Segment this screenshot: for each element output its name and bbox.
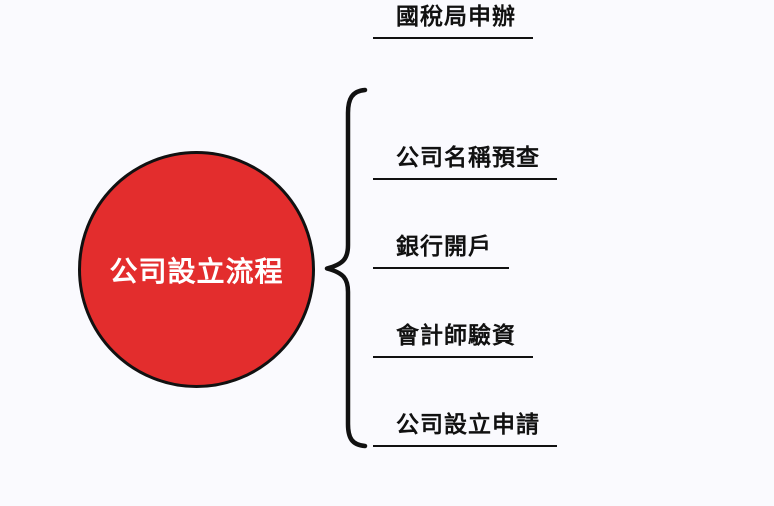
branch-topic-label: 國稅局申辦 xyxy=(396,3,516,29)
branch-topic-capital-verification[interactable]: 會計師驗資 xyxy=(373,319,533,358)
branch-topic-label: 會計師驗資 xyxy=(396,322,516,348)
branch-topic-label: 銀行開戶 xyxy=(396,233,492,259)
branch-topic-tax-bureau-registration[interactable]: 國稅局申辦 xyxy=(373,0,533,39)
branch-topic-name-precheck[interactable]: 公司名稱預查 xyxy=(373,141,557,180)
root-topic[interactable]: 公司設立流程 xyxy=(78,151,315,388)
branch-topic-label: 公司設立申請 xyxy=(396,411,540,437)
root-topic-label: 公司設立流程 xyxy=(109,255,284,287)
branch-topic-bank-account[interactable]: 銀行開戶 xyxy=(373,230,509,269)
branch-topic-incorporation-application[interactable]: 公司設立申請 xyxy=(373,408,557,447)
branch-topic-label: 公司名稱預查 xyxy=(396,144,540,170)
